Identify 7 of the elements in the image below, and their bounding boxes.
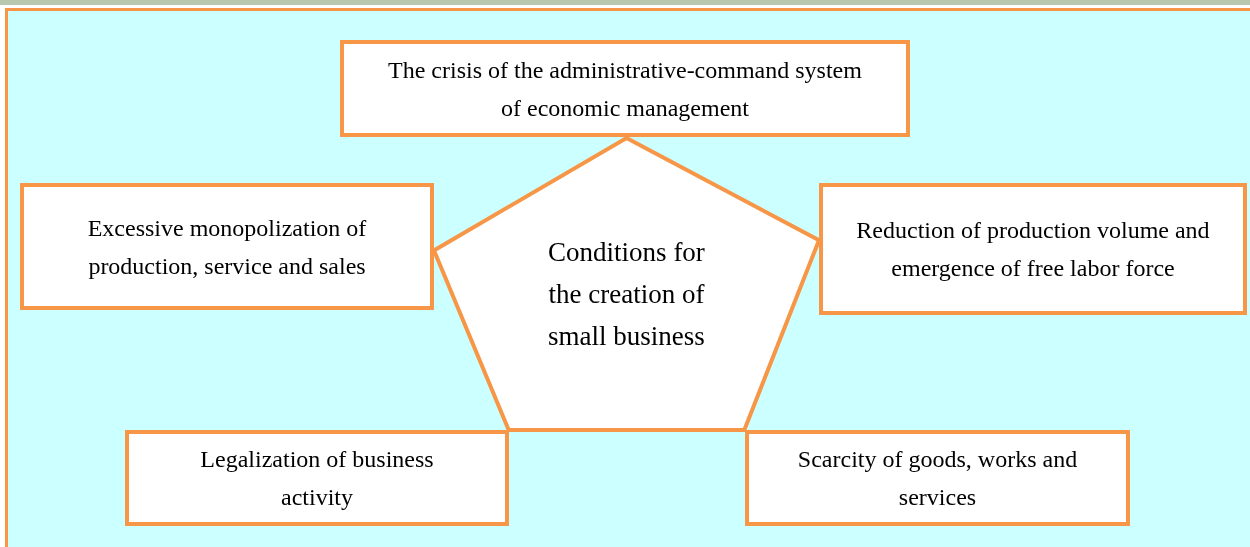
- text-box: Scarcity of goods, works and services: [745, 430, 1130, 526]
- node-label: Conditions for the creation of small business: [547, 236, 706, 353]
- text-box: Legalization of business activity: [125, 430, 509, 526]
- pentagon-shape: [434, 138, 819, 430]
- text-box: Excessive monopolization of production, service and sales: [20, 183, 434, 310]
- text-box: The crisis of the administrative-command system of economic management: [340, 40, 910, 137]
- text-box: Reduction of production volume and emergence of free labor force: [819, 183, 1247, 315]
